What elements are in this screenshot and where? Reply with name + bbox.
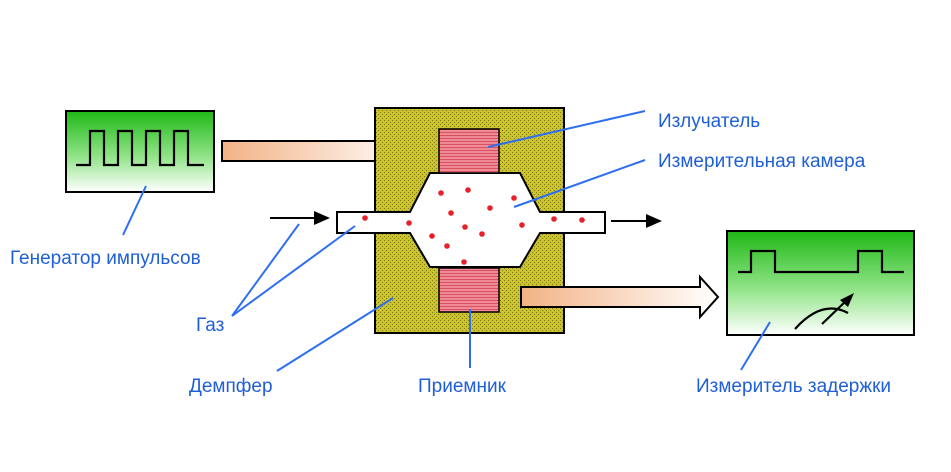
receive-signal-arrow [520,274,720,320]
receiver-transducer [438,267,500,313]
delay-meter [726,230,915,336]
label-damper: Демпфер [189,376,273,397]
gas-particles [362,187,585,265]
label-gas: Газ [196,315,224,336]
square-wave-icon [76,129,204,167]
label-receiver: Приемник [418,376,507,397]
emitter-transducer [438,128,500,174]
label-pulse-generator: Генератор импульсов [10,248,201,269]
label-emitter: Излучатель [658,111,760,132]
gauge-needle-tip [840,293,854,307]
leader-lines [122,110,771,372]
label-delay-meter: Измеритель задержки [696,376,891,397]
dial-gauge-icon [794,307,849,330]
measuring-chamber [336,172,606,268]
pulse-generator-box [65,110,215,193]
delayed-pulse-icon [738,249,904,274]
pulse-generator [65,110,215,193]
gas-outlet-arrow [611,214,662,228]
delay-meter-box [726,230,915,336]
label-measuring-chamber: Измерительная камера [658,151,866,172]
gas-inlet-arrow [270,211,330,225]
